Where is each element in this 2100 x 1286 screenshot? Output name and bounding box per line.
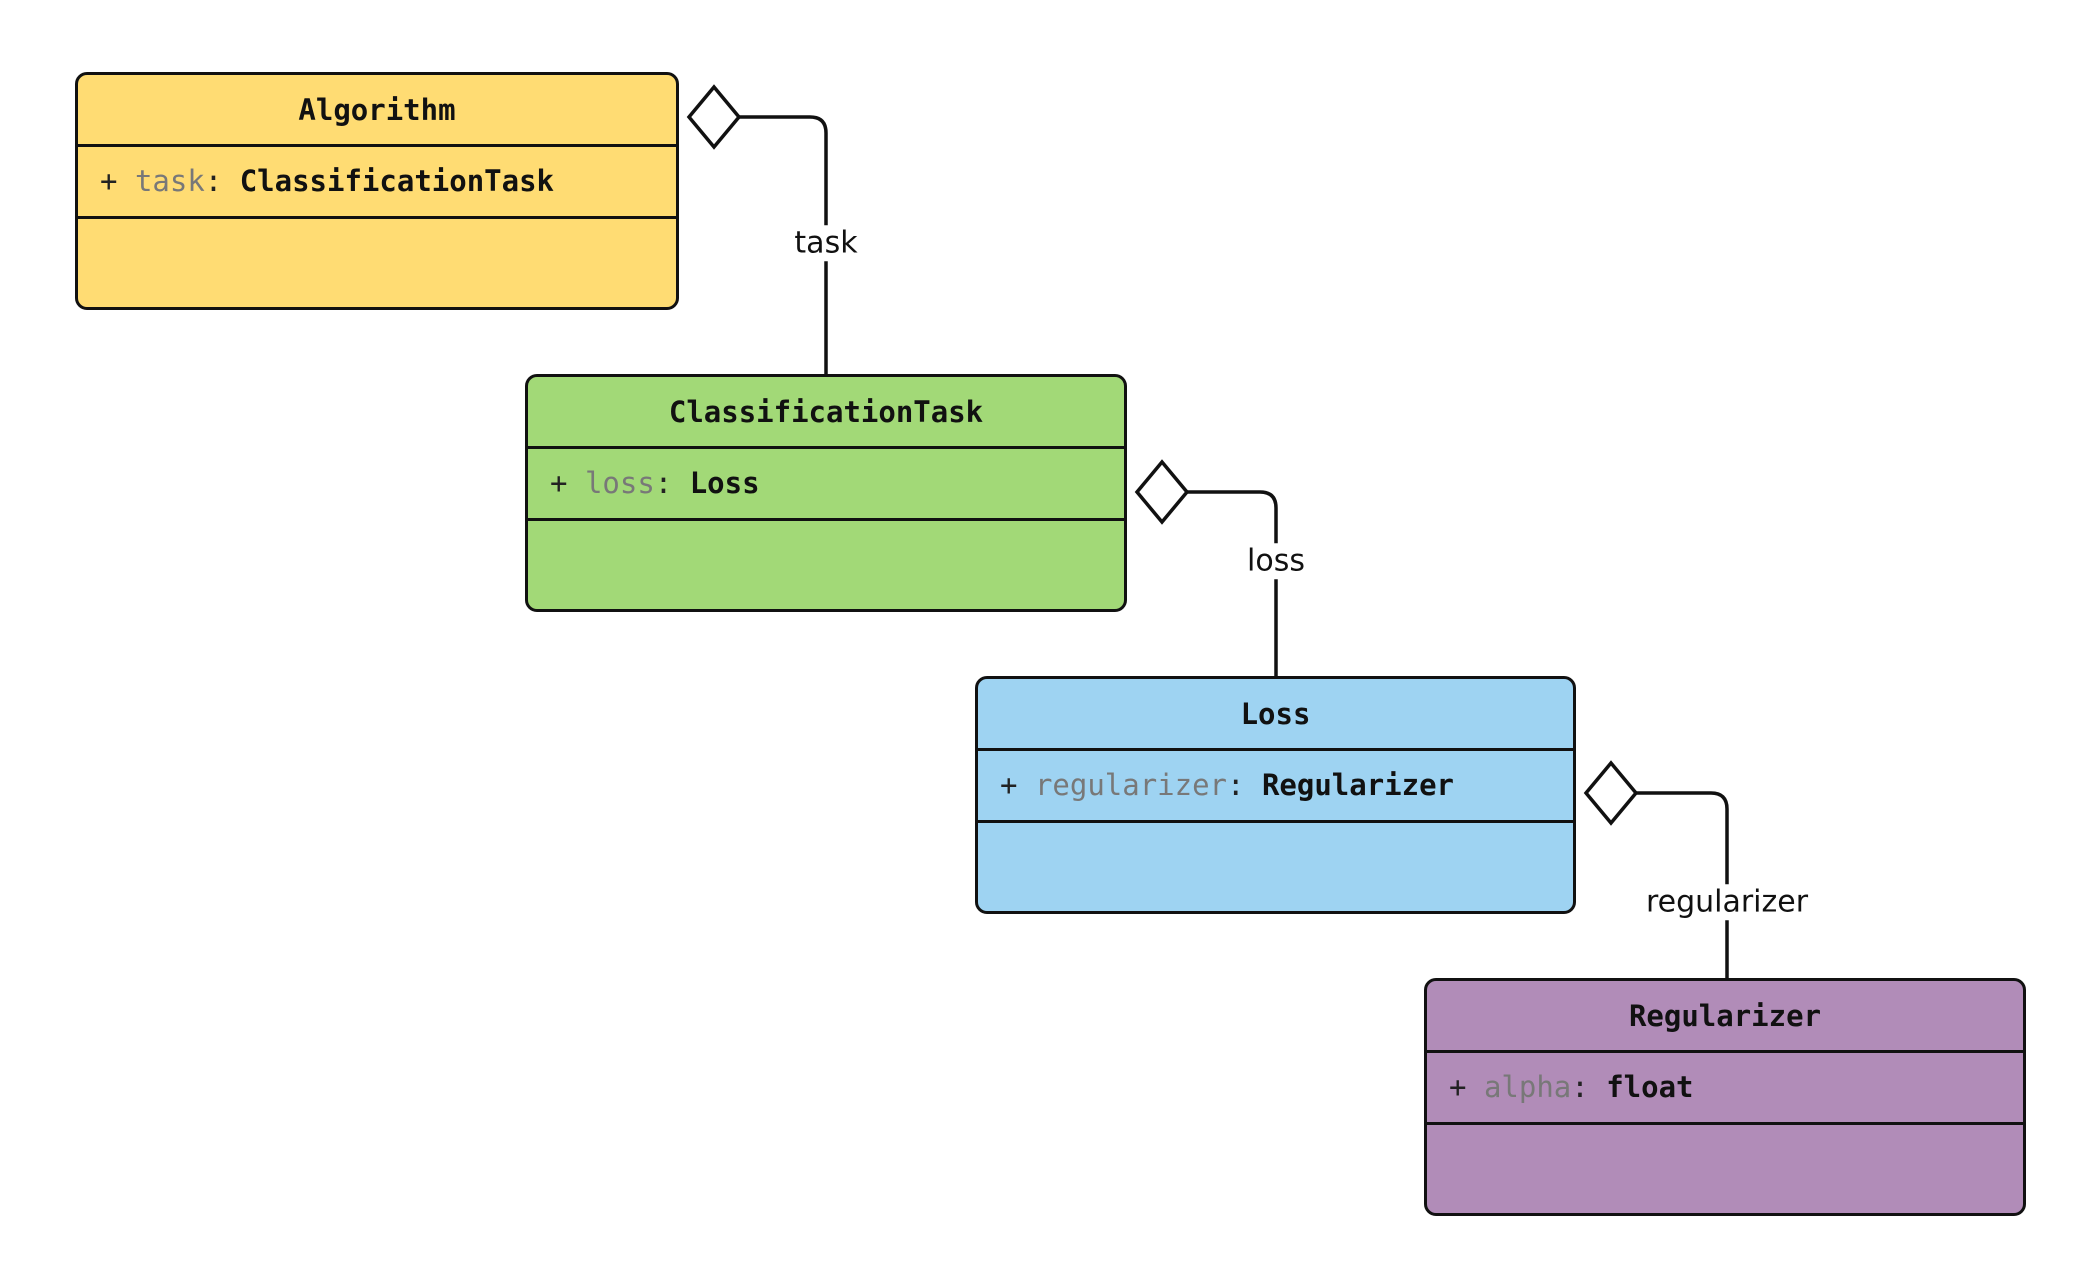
attribute-visibility: + xyxy=(100,164,118,198)
attribute-type: Loss xyxy=(689,466,760,500)
attribute-list: + regularizer: Regularizer xyxy=(1000,771,1454,800)
class-attributes-compartment: + task: ClassificationTask xyxy=(78,147,676,219)
attribute-row: + task: ClassificationTask xyxy=(100,167,554,196)
attribute-row: + loss: Loss xyxy=(550,469,760,498)
class-name-label: ClassificationTask xyxy=(668,394,984,429)
class-title-compartment: Algorithm xyxy=(78,75,676,147)
attribute-separator: : xyxy=(1571,1070,1589,1104)
class-title-compartment: Regularizer xyxy=(1427,981,2023,1053)
attribute-type: ClassificationTask xyxy=(239,164,554,198)
class-methods-compartment xyxy=(528,521,1124,609)
attribute-name: task xyxy=(134,164,205,198)
attribute-row: + regularizer: Regularizer xyxy=(1000,771,1454,800)
uml-class-regularizer[interactable]: Regularizer + alpha: float xyxy=(1424,978,2026,1216)
uml-class-classificationtask[interactable]: ClassificationTask + loss: Loss xyxy=(525,374,1127,612)
attribute-list: + alpha: float xyxy=(1449,1073,1694,1102)
connector-line xyxy=(1187,490,1278,676)
attribute-visibility: + xyxy=(1000,768,1018,802)
attribute-list: + loss: Loss xyxy=(550,469,760,498)
association-edge-task[interactable] xyxy=(686,84,828,374)
class-name-label: Loss xyxy=(1240,696,1311,731)
edge-label-task: task xyxy=(788,225,864,261)
attribute-name: alpha xyxy=(1483,1070,1572,1104)
aggregation-diamond-icon xyxy=(686,84,742,150)
class-title-compartment: ClassificationTask xyxy=(528,377,1124,449)
attribute-visibility: + xyxy=(1449,1070,1467,1104)
edge-label-loss: loss xyxy=(1241,543,1311,579)
attribute-separator: : xyxy=(204,164,223,198)
aggregation-diamond-icon xyxy=(1583,760,1639,826)
class-methods-compartment xyxy=(78,219,676,307)
association-edge-regularizer[interactable] xyxy=(1583,760,1729,978)
uml-class-algorithm[interactable]: Algorithm + task: ClassificationTask xyxy=(75,72,679,310)
attribute-type: float xyxy=(1606,1070,1694,1104)
edge-label-regularizer: regularizer xyxy=(1639,884,1815,920)
attribute-separator: : xyxy=(654,466,673,500)
attribute-type: Regularizer xyxy=(1261,768,1454,802)
class-attributes-compartment: + regularizer: Regularizer xyxy=(978,751,1573,823)
class-title-compartment: Loss xyxy=(978,679,1573,751)
attribute-row: + alpha: float xyxy=(1449,1073,1694,1102)
connector-line xyxy=(739,115,828,374)
class-name-label: Algorithm xyxy=(298,92,456,127)
class-methods-compartment xyxy=(1427,1125,2023,1213)
connector-line xyxy=(1636,791,1729,978)
class-name-label: Regularizer xyxy=(1628,998,1822,1033)
attribute-visibility: + xyxy=(550,466,568,500)
class-attributes-compartment: + loss: Loss xyxy=(528,449,1124,521)
attribute-name: loss xyxy=(584,466,655,500)
class-attributes-compartment: + alpha: float xyxy=(1427,1053,2023,1125)
uml-class-loss[interactable]: Loss + regularizer: Regularizer xyxy=(975,676,1576,914)
attribute-name: regularizer xyxy=(1034,768,1227,802)
association-edge-loss[interactable] xyxy=(1134,459,1278,676)
attribute-list: + task: ClassificationTask xyxy=(100,167,554,196)
class-methods-compartment xyxy=(978,823,1573,911)
attribute-separator: : xyxy=(1227,768,1245,802)
aggregation-diamond-icon xyxy=(1134,459,1190,525)
